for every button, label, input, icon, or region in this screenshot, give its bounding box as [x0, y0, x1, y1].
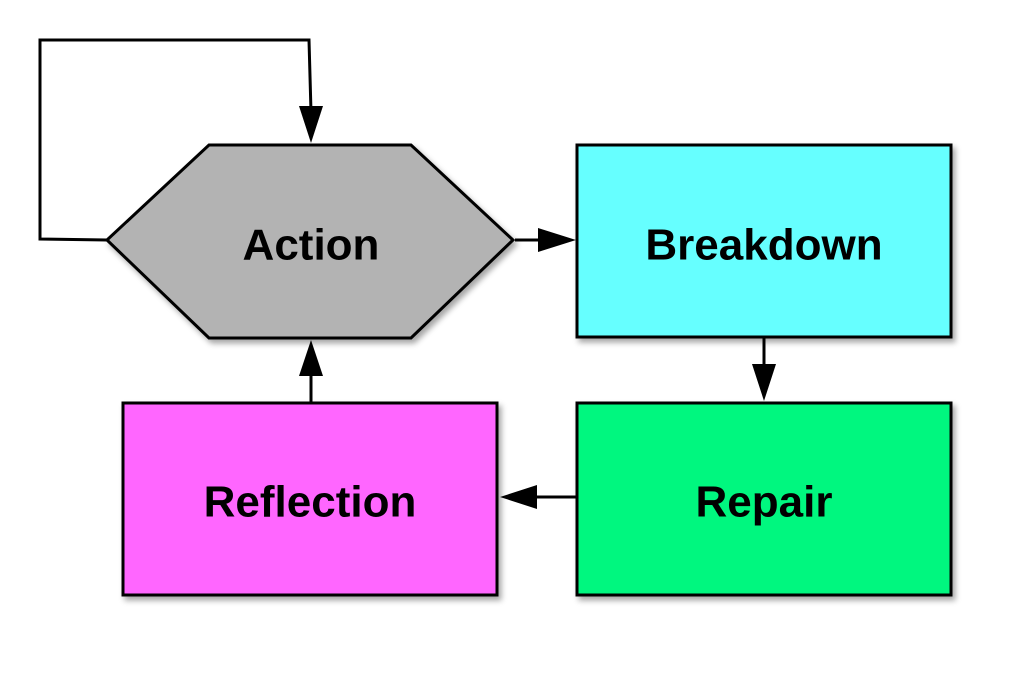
- repair-label: Repair: [696, 478, 833, 527]
- breakdown-box: [575, 143, 953, 339]
- reflection-label: Reflection: [204, 478, 417, 527]
- action-label: Action: [243, 221, 380, 270]
- edges: [38, 38, 776, 509]
- edge-action-self-loop: [38, 38, 323, 242]
- edge-reflection-to-action: [299, 340, 323, 402]
- breakdown-label: Breakdown: [645, 221, 882, 270]
- edge-breakdown-to-repair: [752, 338, 776, 401]
- node-reflection: Reflection: [121, 401, 499, 597]
- action-hexagon: [104, 143, 516, 340]
- edge-repair-to-reflection: [500, 485, 577, 509]
- repair-box: [575, 401, 953, 597]
- node-repair: Repair: [575, 401, 953, 597]
- reflection-box: [121, 401, 499, 597]
- node-breakdown: Breakdown: [575, 143, 953, 339]
- node-action: Action: [104, 143, 516, 340]
- edge-action-to-breakdown: [515, 228, 576, 252]
